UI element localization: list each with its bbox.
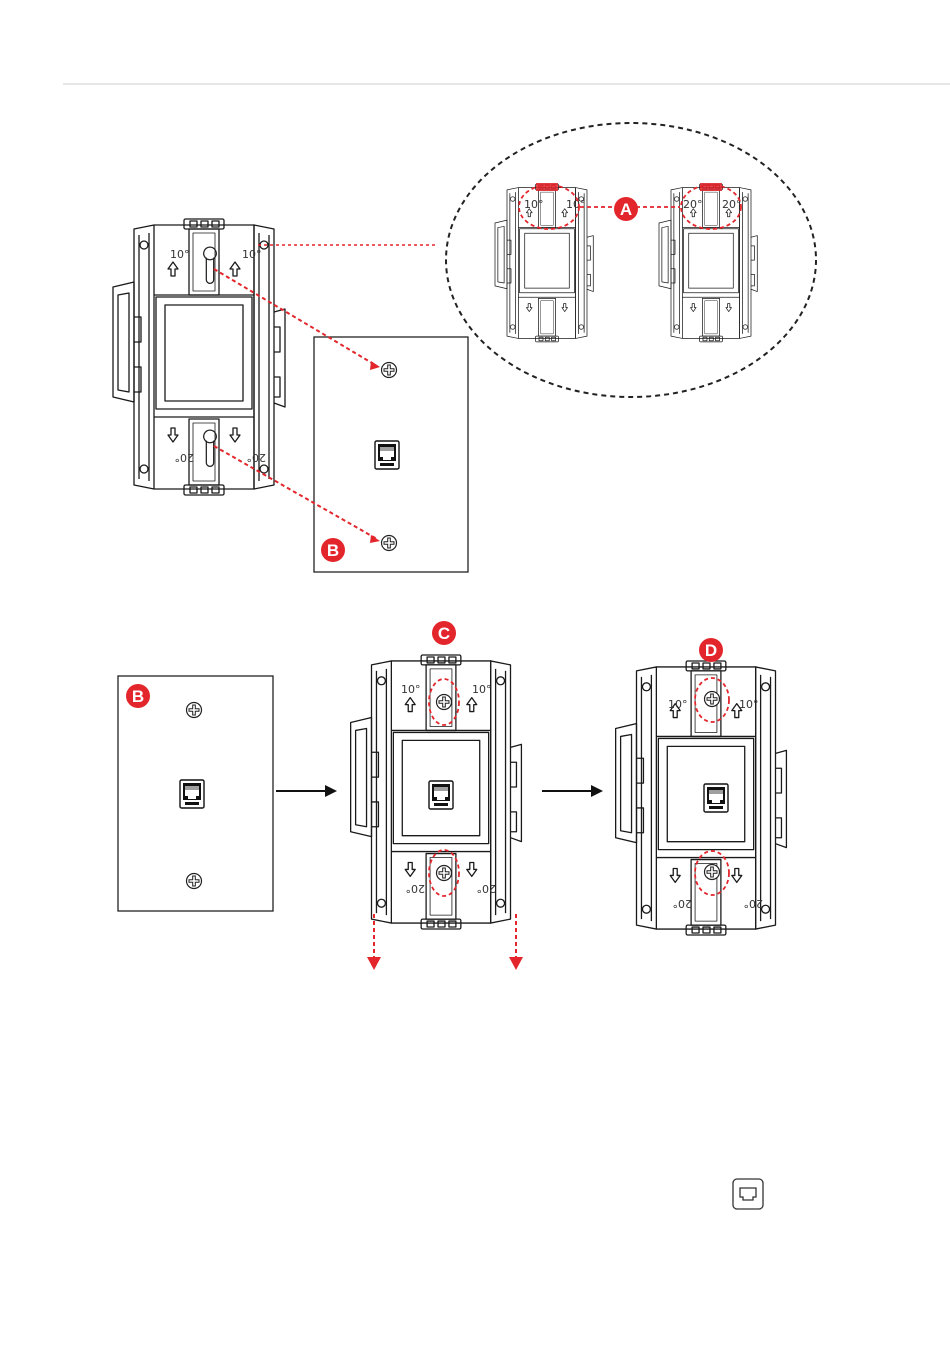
step1-top-align-line bbox=[214, 269, 377, 366]
step1-group: 10° 10° 20° 20° B bbox=[113, 219, 468, 572]
callout-c-label: C bbox=[438, 624, 450, 643]
step1-plate-bottom-screw-icon bbox=[382, 536, 397, 551]
step1-angle-top-left: 10° bbox=[170, 248, 190, 261]
step1-plate-top-screw-icon bbox=[382, 363, 397, 378]
step2-c-angle-1: 10° bbox=[401, 683, 421, 696]
step2-d-angle-2: 10° bbox=[739, 698, 759, 711]
zoom-detail-group: 10° 10° 20° 20° A bbox=[446, 123, 816, 397]
step2-ethernet-port-icon bbox=[180, 780, 204, 808]
step1-top-keyhole bbox=[204, 247, 217, 283]
step2-bracket-d-port-icon bbox=[704, 784, 728, 812]
step2-bracket-d-bottom-screw-icon bbox=[705, 865, 720, 880]
callout-d-label: D bbox=[705, 641, 717, 660]
step2-bracket-c-port-icon bbox=[429, 781, 453, 809]
step2-plate-bottom-screw-icon bbox=[187, 874, 202, 889]
step2-bracket-d bbox=[616, 661, 787, 935]
zoom-left-angle-1: 10° bbox=[524, 198, 544, 211]
step2-c-angle-2: 10° bbox=[472, 683, 492, 696]
step2-d-angle-4: 20° bbox=[744, 897, 764, 910]
step2-bracket-c-top-screw-icon bbox=[437, 695, 452, 710]
step1-angle-bottom-left: 20° bbox=[175, 451, 195, 464]
zoom-right-angle-1: 20° bbox=[683, 198, 703, 211]
callout-b2-label: B bbox=[132, 687, 144, 706]
step2-d-angle-1: 10° bbox=[668, 698, 688, 711]
step2-group: B 10° 10° 20° 20° C 10° bbox=[118, 621, 786, 970]
step1-bottom-keyhole bbox=[204, 430, 217, 466]
zoom-ellipse bbox=[446, 123, 816, 397]
callout-a-label: A bbox=[620, 200, 632, 219]
step2-arrow-1-head bbox=[325, 785, 337, 797]
step2-c-angle-3: 20° bbox=[406, 882, 426, 895]
step2-arrow-2-head bbox=[591, 785, 603, 797]
step2-plate-top-screw-icon bbox=[187, 703, 202, 718]
step2-slide-right-head bbox=[509, 957, 523, 970]
step2-bracket-d-top-screw-icon bbox=[705, 692, 720, 707]
step1-ethernet-port-icon bbox=[375, 441, 399, 469]
step1-angle-bottom-right: 20° bbox=[247, 451, 267, 464]
step1-angle-top-right: 10° bbox=[242, 248, 262, 261]
step2-c-angle-4: 20° bbox=[477, 882, 497, 895]
footer-ethernet-port-icon bbox=[733, 1179, 763, 1209]
step2-d-angle-3: 20° bbox=[673, 897, 693, 910]
step2-bracket-c-bottom-screw-icon bbox=[437, 866, 452, 881]
zoom-left-angle-2: 10° bbox=[566, 198, 586, 211]
step2-slide-left-head bbox=[367, 957, 381, 970]
callout-b-label: B bbox=[327, 541, 339, 560]
